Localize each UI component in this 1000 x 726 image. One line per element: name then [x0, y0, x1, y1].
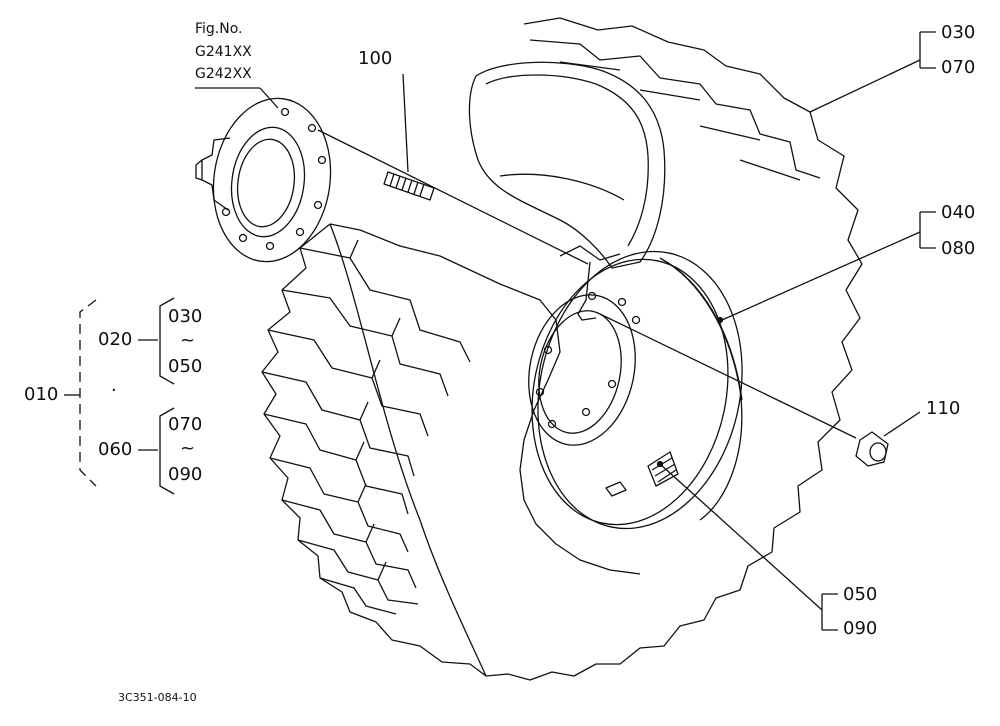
range-end-090-label: 090 [168, 464, 203, 485]
range-tilde-2: ~ [180, 438, 196, 459]
tire-part-070-label: 070 [941, 57, 976, 78]
range-end-050-label: 050 [168, 356, 203, 377]
fig-no-code-1: G241XX [195, 44, 252, 60]
fig-no-code-2: G242XX [195, 66, 252, 82]
wheel-rim [528, 245, 743, 530]
assembly-legend-brackets [64, 297, 175, 495]
part-100-label: 100 [358, 48, 393, 69]
stud-bolt [383, 73, 435, 201]
range-start-070-label: 070 [168, 414, 203, 435]
range-tilde-1: ~ [180, 330, 196, 351]
valve-part-050-label: 050 [843, 584, 878, 605]
part-110-label: 110 [926, 398, 961, 419]
range-start-030-label: 030 [168, 306, 203, 327]
hub-flange [195, 97, 332, 263]
assembly-060-label: 060 [98, 439, 133, 460]
fig-no-label: Fig.No. [195, 21, 243, 37]
tire-front [261, 223, 641, 677]
leader-lines [195, 31, 936, 631]
valve-part-090-label: 090 [843, 618, 878, 639]
tire-rear-section [468, 17, 863, 681]
rim-part-080-label: 080 [941, 238, 976, 259]
tire-part-030-label: 030 [941, 22, 976, 43]
assembly-010-label: 010 [24, 384, 59, 405]
drawing-code: 3C351-084-10 [118, 691, 197, 704]
rim-part-040-label: 040 [941, 202, 976, 223]
separator-dot: · [111, 380, 117, 401]
wheel-nut [855, 411, 921, 467]
assembly-020-label: 020 [98, 329, 133, 350]
